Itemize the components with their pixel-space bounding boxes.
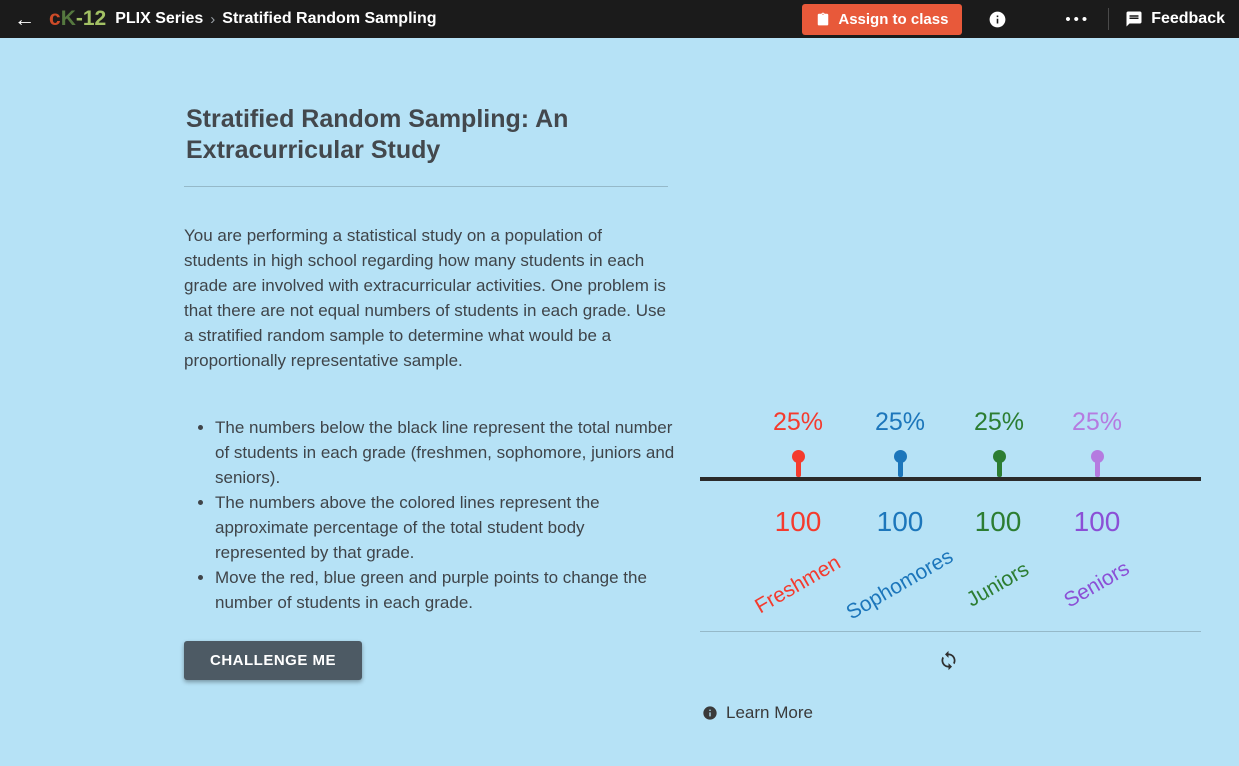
number-line <box>700 477 1201 481</box>
feedback-label: Feedback <box>1151 10 1225 27</box>
learn-more-link[interactable]: Learn More <box>702 703 813 723</box>
refresh-icon <box>938 650 959 671</box>
assign-to-class-label: Assign to class <box>838 10 949 28</box>
percent-label-sophomores: 25% <box>874 408 926 436</box>
feedback-bubble-icon <box>1125 10 1143 28</box>
breadcrumb-plix-series[interactable]: PLIX Series <box>115 10 204 27</box>
ck12-logo[interactable]: cK-12 <box>49 7 106 31</box>
pin-stem-sophomores[interactable] <box>898 456 903 477</box>
logo-k: K <box>60 7 76 30</box>
info-icon[interactable] <box>988 10 1007 29</box>
pin-stem-seniors[interactable] <box>1095 456 1100 477</box>
more-options-icon[interactable]: ••• <box>1065 10 1091 28</box>
topbar-divider <box>1108 8 1110 30</box>
pin-stem-juniors[interactable] <box>997 456 1002 477</box>
logo-c: c <box>49 7 61 30</box>
count-seniors: 100 <box>1073 506 1121 537</box>
percent-label-seniors: 25% <box>1071 408 1123 436</box>
percent-label-juniors: 25% <box>973 408 1025 436</box>
top-bar: ← cK-12 PLIX Series › Stratified Random … <box>0 0 1239 38</box>
challenge-me-button[interactable]: CHALLENGE ME <box>184 641 362 680</box>
page-body: Stratified Random Sampling: An Extracurr… <box>0 38 1239 766</box>
page-title-breadcrumb: Stratified Random Sampling <box>222 10 437 27</box>
pin-stem-freshmen[interactable] <box>796 456 801 477</box>
intro-paragraph: You are performing a statistical study o… <box>184 226 666 370</box>
breadcrumb: PLIX Series › Stratified Random Sampling <box>115 10 436 28</box>
title-divider <box>184 186 668 187</box>
widget-divider <box>700 631 1201 632</box>
topbar-actions: Assign to class ••• Feedback <box>802 3 1225 35</box>
instructions-list: The numbers below the black line represe… <box>184 415 676 615</box>
feedback-button[interactable]: Feedback <box>1125 10 1225 28</box>
back-arrow-icon[interactable]: ← <box>14 7 35 31</box>
refresh-button[interactable] <box>938 650 959 671</box>
page-title: Stratified Random Sampling: An Extracurr… <box>186 105 569 164</box>
percent-label-freshmen: 25% <box>772 408 824 436</box>
clipboard-icon <box>816 12 830 26</box>
instruction-item: Move the red, blue green and purple poin… <box>215 565 676 615</box>
learn-more-info-icon <box>702 705 718 721</box>
count-juniors: 100 <box>974 506 1022 537</box>
count-freshmen: 100 <box>774 506 822 537</box>
instruction-item: The numbers below the black line represe… <box>215 415 676 490</box>
breadcrumb-separator: › <box>210 10 216 28</box>
instruction-item: The numbers above the colored lines repr… <box>215 490 676 565</box>
assign-to-class-button[interactable]: Assign to class <box>802 3 963 35</box>
logo-12: -12 <box>75 7 107 30</box>
learn-more-label: Learn More <box>726 703 813 722</box>
count-sophomores: 100 <box>876 506 924 537</box>
